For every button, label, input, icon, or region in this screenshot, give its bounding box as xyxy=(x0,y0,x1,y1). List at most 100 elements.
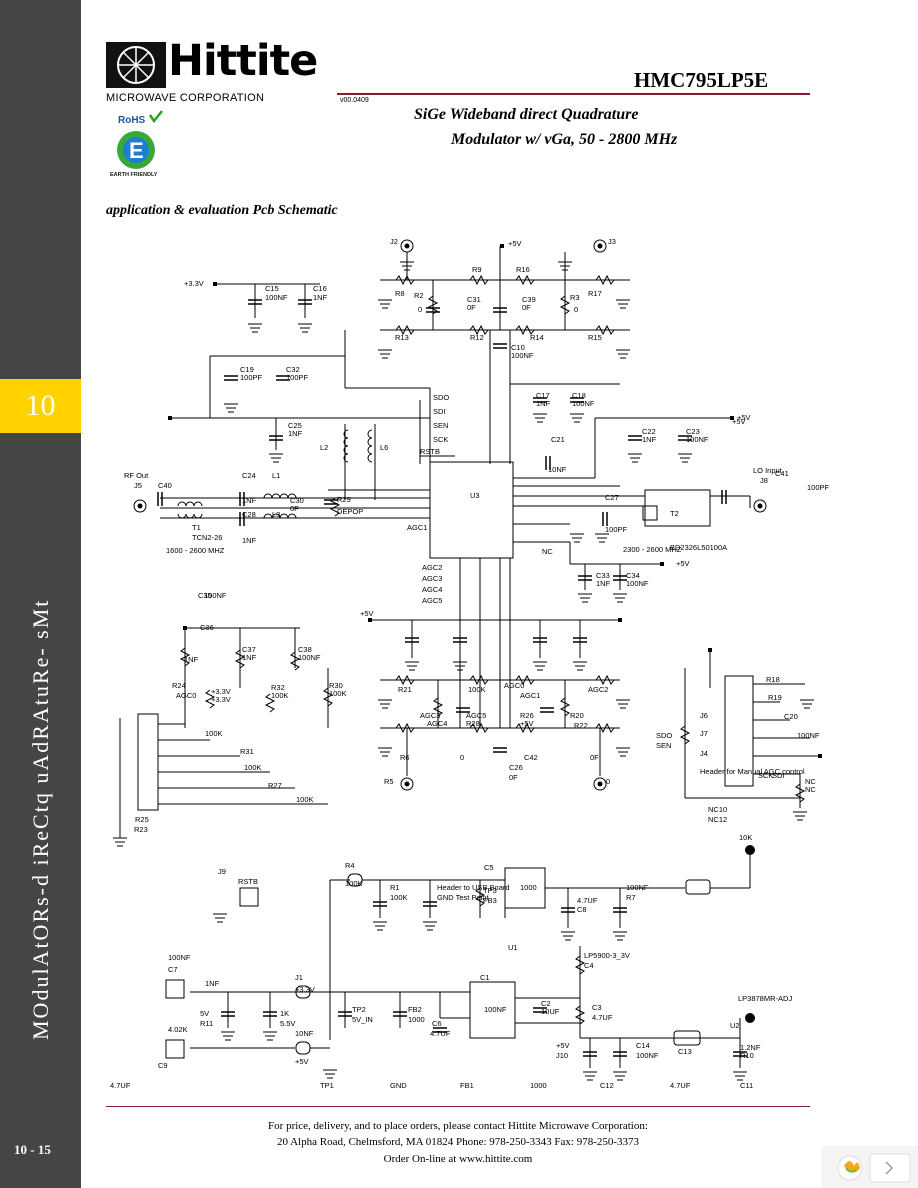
schematic-label: AGC4 xyxy=(427,719,447,728)
schematic-label: 100K xyxy=(329,689,347,698)
schematic-label: C10 xyxy=(511,343,525,352)
schematic-label: C17 xyxy=(536,391,550,400)
schematic-label: C6 xyxy=(432,1019,442,1028)
schematic-label: 4.7UF xyxy=(577,896,598,905)
schematic-label: C31 xyxy=(467,295,481,304)
schematic-label: C42 xyxy=(524,753,538,762)
footer-line-2: 20 Alpha Road, Chelmsford, MA 01824 Phon… xyxy=(276,1136,640,1148)
schematic-label: AGC0 xyxy=(504,681,524,690)
schematic-label: U1 xyxy=(508,943,518,952)
schematic-label: R1 xyxy=(390,883,400,892)
schematic-label: T1 xyxy=(192,523,201,532)
schematic-label: FB3 xyxy=(483,896,497,905)
schematic-label: AGC2 xyxy=(422,563,442,572)
chevron-right-icon xyxy=(885,1161,894,1175)
schematic-label: FB2 xyxy=(408,1005,422,1014)
schematic-label: R21 xyxy=(398,685,412,694)
schematic-label: +5V xyxy=(508,239,522,248)
schematic-label: AGC3 xyxy=(420,711,440,720)
schematic-label: 10NF xyxy=(548,465,567,474)
schematic-label: 100K xyxy=(244,763,262,772)
schematic-label: C13 xyxy=(678,1047,692,1056)
schematic-label: 0F xyxy=(509,773,518,782)
logo-wordmark: Hittite xyxy=(168,36,318,86)
rohs-bottom-text: EARTH FRIENDLY xyxy=(110,172,158,178)
schematic-label: 0F xyxy=(522,303,531,312)
rohs-letter: E xyxy=(129,138,144,163)
schematic-label: AGC1 xyxy=(407,523,427,532)
schematic-label: 100PF xyxy=(605,525,628,534)
schematic-label: 1600 - 2600 MHZ xyxy=(166,546,225,555)
schematic-label: C9 xyxy=(158,1061,168,1070)
schematic-label: LP3878MR-ADJ xyxy=(738,994,792,1003)
viewer-corner-widget xyxy=(822,1146,918,1188)
schematic-label: J7 xyxy=(700,729,708,738)
schematic-label: SCK xyxy=(758,771,773,780)
schematic-label: RSTB xyxy=(238,877,258,886)
schematic-label: C11 xyxy=(740,1081,753,1090)
schematic-label: R31 xyxy=(240,747,254,756)
schematic-label: R32 xyxy=(271,683,285,692)
schematic-label: 100K xyxy=(205,729,223,738)
schematic-label: C18 xyxy=(572,391,586,400)
schematic-label: J2 xyxy=(390,237,398,246)
schematic-label: 10K xyxy=(739,833,752,842)
rohs-top-text: RoHS xyxy=(118,115,146,126)
schematic-label: +5V xyxy=(732,417,746,426)
schematic-label: SDO xyxy=(433,393,449,402)
schematic-label: C19 xyxy=(240,365,254,374)
schematic-label: J3 xyxy=(608,237,616,246)
footer-rule xyxy=(106,1106,810,1107)
schematic-label: +5V xyxy=(737,413,751,422)
schematic-label: R4 xyxy=(345,861,355,870)
schematic-label: NC xyxy=(805,785,816,794)
schematic-label: R19 xyxy=(768,693,782,702)
schematic-label: C26 xyxy=(509,763,523,772)
subtitle-line-1: SiGe Wideband direct Quadrature xyxy=(414,106,639,123)
schematic-label: C4 xyxy=(584,961,594,970)
schematic-label: 100K xyxy=(468,685,486,694)
next-page-button[interactable] xyxy=(869,1153,911,1183)
schematic-label: 100PF xyxy=(807,483,830,492)
schematic-label: C36 xyxy=(200,623,214,632)
schematic-label: 1NF xyxy=(242,496,257,505)
schematic-label: R16 xyxy=(516,265,530,274)
schematic-label: 4.7UF xyxy=(592,1013,613,1022)
schematic-label: R15 xyxy=(588,333,602,342)
schematic-label: 100NF xyxy=(204,591,227,600)
schematic-label: FB1 xyxy=(460,1081,474,1090)
schematic-label: 1000 xyxy=(408,1015,425,1024)
schematic-label: 0F xyxy=(290,504,299,513)
schematic-label: TP3 xyxy=(483,886,497,895)
schematic-label: C35 xyxy=(198,591,212,600)
schematic-label: C28 xyxy=(242,510,256,519)
schematic-label: SEN xyxy=(433,421,448,430)
schematic-label: J8 xyxy=(760,476,768,485)
schematic-label: 100NF xyxy=(298,653,321,662)
schematic-label: 100K xyxy=(345,879,363,888)
schematic-label: C25 xyxy=(288,421,302,430)
schematic-label: R12 xyxy=(470,333,484,342)
schematic-label: C3 xyxy=(592,1003,602,1012)
schematic-label: AGC2 xyxy=(588,685,608,694)
schematic-label: L6 xyxy=(380,443,388,452)
schematic-label: 100NF xyxy=(572,399,595,408)
schematic-label: TP1 xyxy=(320,1081,334,1090)
schematic-label: +5V xyxy=(295,1057,309,1066)
schematic-label: 0 xyxy=(574,305,578,314)
schematic-label: C23 xyxy=(686,427,700,436)
schematic-label: 1NF xyxy=(205,979,220,988)
schematic-label: SCK xyxy=(433,435,448,444)
vertical-category: MOdulAtORs-d iReCtq uAdRAtuRe- sMt xyxy=(28,598,53,1040)
schematic-label: R22 xyxy=(574,721,588,730)
schematic-label: C2 xyxy=(541,999,551,1008)
schematic-label: C14 xyxy=(636,1041,650,1050)
schematic-label: R13 xyxy=(395,333,409,342)
schematic-label: 1NF xyxy=(242,653,257,662)
schematic-label: C39 xyxy=(522,295,536,304)
schematic-label: R30 xyxy=(329,681,343,690)
schematic-label: R20 xyxy=(570,711,584,720)
schematic-label: +5V xyxy=(360,609,374,618)
schematic-label: R27 xyxy=(268,781,282,790)
schematic-label: 100K xyxy=(296,795,314,804)
